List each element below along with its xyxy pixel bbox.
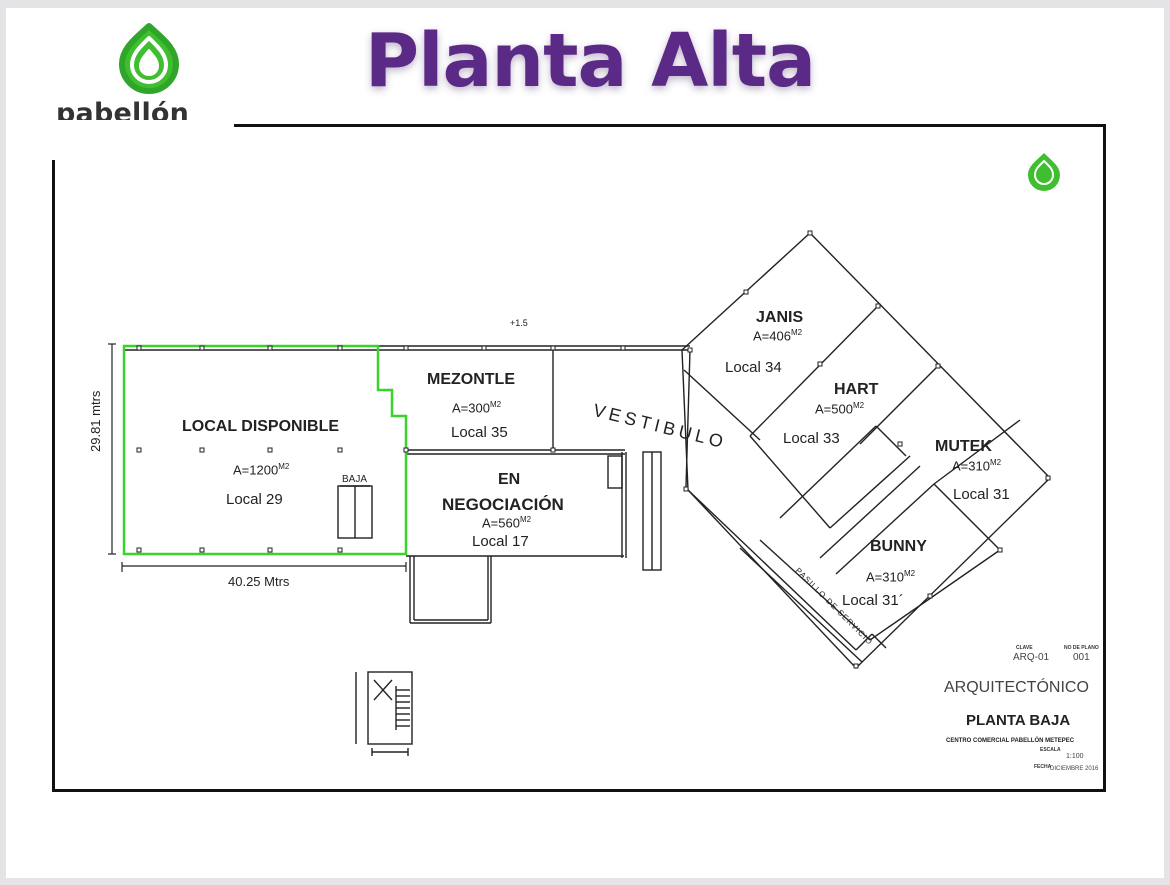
unit-name: HART [834, 381, 879, 398]
project-name: CENTRO COMERCIAL PABELLÓN METEPEC [946, 738, 1075, 744]
page-title: Planta Alta [364, 18, 816, 104]
unit-name-line1: EN [498, 471, 521, 488]
unit-name: LOCAL DISPONIBLE [182, 418, 340, 435]
clave-value: ARQ-01 [1013, 652, 1050, 663]
unit-local: Local 17 [472, 533, 529, 550]
unit-name: MUTEK [935, 438, 992, 455]
unit-local: Local 31´ [842, 592, 904, 609]
plano-label: NO DE PLANO [1064, 645, 1099, 651]
unit-area: A=406M2 [753, 328, 803, 344]
unit-area: A=310M2 [952, 458, 1002, 474]
unit-area: A=500M2 [815, 401, 865, 417]
unit-area: A=310M2 [866, 569, 916, 585]
frame-gap [50, 120, 234, 160]
clave-label: CLAVE [1016, 645, 1033, 651]
dim-height: 29.81 mtrs [88, 390, 103, 452]
unit-name: MEZONTLE [427, 371, 515, 388]
plan-frame [52, 124, 1106, 792]
unit-name: BUNNY [870, 538, 927, 555]
unit-name: JANIS [756, 309, 804, 326]
fecha-value: DICIEMBRE 2016 [1050, 766, 1099, 772]
plan-type: ARQUITECTÓNICO [944, 679, 1089, 696]
fecha-label: FECHA [1034, 764, 1052, 770]
unit-local: Local 31 [953, 486, 1010, 503]
unit-local: Local 34 [725, 359, 782, 376]
unit-local: Local 33 [783, 430, 840, 447]
escala-value: 1:100 [1066, 753, 1084, 760]
unit-area: A=1200M2 [233, 462, 290, 478]
baja-label: BAJA [342, 474, 368, 485]
lotus-drop-icon [119, 23, 179, 94]
elevation-mark: +1.5 [510, 318, 528, 328]
dim-width: 40.25 Mtrs [228, 574, 290, 589]
unit-area: A=560M2 [482, 515, 532, 531]
unit-local: Local 35 [451, 424, 508, 441]
sheet-title: PLANTA BAJA [966, 712, 1071, 729]
unit-name-line2: NEGOCIACIÓN [442, 495, 564, 514]
unit-area: A=300M2 [452, 400, 502, 416]
available-unit-outline[interactable] [122, 344, 408, 556]
plano-value: 001 [1073, 652, 1090, 663]
unit-local: Local 29 [226, 491, 283, 508]
escala-label: ESCALA [1040, 747, 1061, 753]
brand-mark-icon [1028, 153, 1060, 191]
